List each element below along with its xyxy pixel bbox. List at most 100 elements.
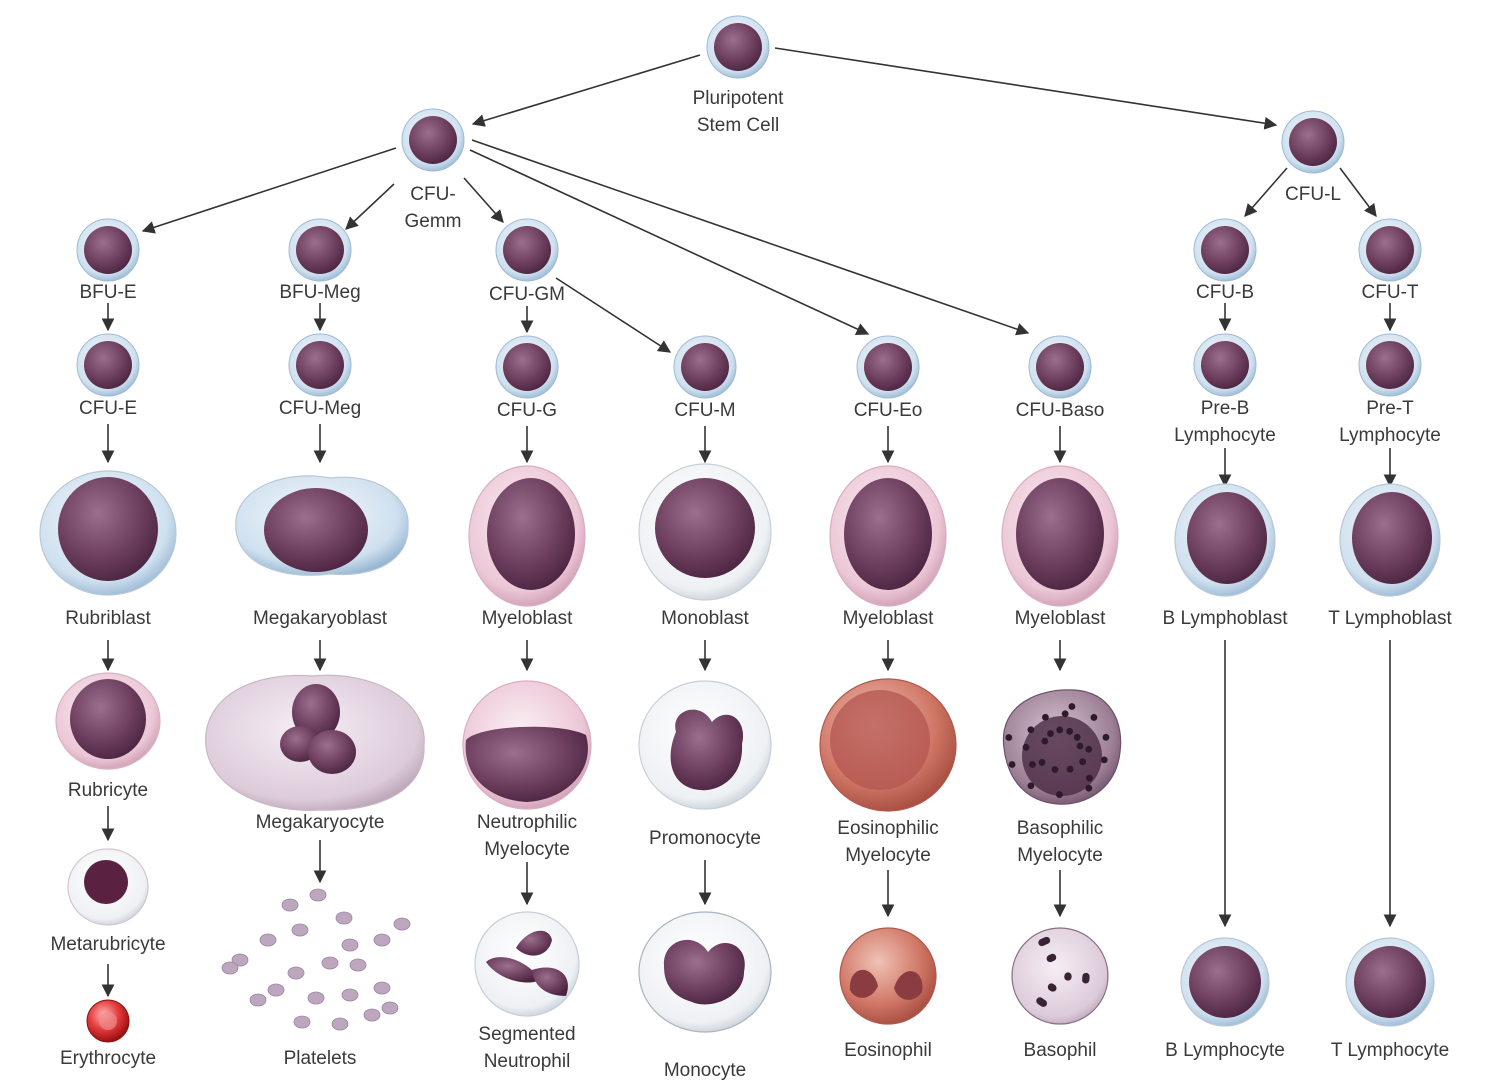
rubriblast-label: Rubriblast: [65, 608, 151, 629]
b-lymphoblast-cell: [1174, 483, 1276, 597]
segmented-neutrophil-cell: [474, 911, 580, 1017]
cfu-eo-label: CFU-Eo: [854, 400, 923, 421]
arrow-stem-to-cfu-l: [774, 47, 1278, 130]
cfu-gemm-cell: [401, 108, 465, 172]
arrow-cfu-gemm-to-bfu-e: [141, 147, 397, 234]
monoblast-cell: [638, 463, 772, 601]
monocyte-cell: [638, 911, 772, 1033]
arrow-cfu-l-to-cfu-t: [1339, 167, 1377, 218]
basophil-label: Basophil: [1024, 1040, 1097, 1061]
t-lymphocyte-label: T Lymphocyte: [1331, 1040, 1449, 1061]
eosinophil-label: Eosinophil: [844, 1040, 932, 1061]
basophil-cell: [1011, 927, 1109, 1025]
promonocyte-cell: [638, 680, 772, 810]
eosinophil-myeloblast-label: Myeloblast: [843, 608, 935, 629]
rubricyte-cell: [55, 672, 161, 770]
t-lymphoblast-cell: [1339, 483, 1441, 597]
arrow-cfu-gemm-to-cfu-eo: [469, 149, 870, 335]
cfu-e-label: CFU-E: [79, 398, 137, 419]
erythrocyte-label: Erythrocyte: [60, 1048, 156, 1069]
megakaryocyte-label: Megakaryocyte: [256, 812, 385, 833]
platelets-cluster: [221, 888, 411, 1031]
basophil-myeloblast-cell: [1001, 465, 1119, 607]
metarubricyte-label: Metarubricyte: [50, 934, 165, 955]
platelet: [231, 953, 249, 967]
cfu-meg-cell: [288, 333, 352, 397]
cfu-e-cell: [76, 333, 140, 397]
cfu-g-cell: [495, 335, 559, 399]
platelet: [267, 983, 285, 997]
platelet: [307, 991, 325, 1005]
rubricyte-label: Rubricyte: [68, 780, 148, 801]
metarubricyte-cell: [67, 848, 149, 926]
pluripotent-stem-cell: [706, 15, 770, 79]
platelet: [335, 911, 353, 925]
neutrophilic-myelocyte-cell: [462, 680, 592, 810]
platelet: [363, 1008, 381, 1022]
cfu-baso-label: CFU-Baso: [1016, 400, 1105, 421]
bfu-e-cell: [76, 218, 140, 282]
arrow-cfu-gemm-to-bfu-meg: [345, 183, 395, 230]
basophil-myeloblast-label: Myeloblast: [1015, 608, 1107, 629]
platelet: [293, 1015, 311, 1029]
platelet: [373, 933, 391, 947]
cells: [39, 15, 1441, 1043]
b-lymphoblast-label: B Lymphoblast: [1163, 608, 1289, 629]
cfu-meg-label: CFU-Meg: [279, 398, 361, 419]
platelet: [221, 961, 239, 975]
neutrophil-myeloblast-label: Myeloblast: [482, 608, 574, 629]
eosinophil-myeloblast-cell: [829, 465, 947, 607]
megakaryoblast-cell: [235, 475, 409, 576]
arrow-cfu-l-to-cfu-b: [1244, 167, 1288, 217]
cfu-gemm-label: CFU-Gemm: [405, 184, 462, 232]
cfu-m-label: CFU-M: [674, 400, 735, 421]
monocyte-label: Monocyte: [664, 1060, 746, 1081]
monoblast-label: Monoblast: [661, 608, 749, 629]
platelet: [291, 923, 309, 937]
eosinophilic-myelocyte-cell: [819, 678, 957, 812]
t-lymphoblast-label: T Lymphoblast: [1328, 608, 1452, 629]
bfu-meg-label: BFU-Meg: [279, 282, 360, 303]
cfu-gm-cell: [495, 218, 559, 282]
basophilic-myelocyte-cell: [1002, 689, 1122, 805]
promonocyte-label: Promonocyte: [649, 828, 761, 849]
platelet: [287, 966, 305, 980]
t-lymphocyte-cell: [1345, 937, 1435, 1027]
cfu-b-label: CFU-B: [1196, 282, 1254, 303]
platelet: [321, 956, 339, 970]
platelet: [341, 938, 359, 952]
arrow-stem-to-cfu-gemm: [471, 54, 701, 127]
cfu-b-cell: [1193, 218, 1257, 282]
cfu-baso-cell: [1028, 335, 1092, 399]
bfu-e-label: BFU-E: [80, 282, 137, 303]
platelet: [341, 988, 359, 1002]
cfu-t-cell: [1358, 218, 1422, 282]
arrows: [101, 47, 1397, 998]
b-lymphocyte-cell: [1180, 937, 1270, 1027]
eosinophil-cell: [839, 927, 937, 1025]
pre-t-lymphocyte-cell: [1358, 333, 1422, 397]
erythrocyte-cell: [86, 999, 130, 1043]
platelet: [349, 958, 367, 972]
neutrophil-myeloblast-cell: [468, 465, 586, 607]
platelet: [373, 981, 391, 995]
megakaryoblast-label: Megakaryoblast: [253, 608, 388, 629]
platelet: [259, 933, 277, 947]
bfu-meg-cell: [288, 218, 352, 282]
platelet: [281, 898, 299, 912]
b-lymphocyte-label: B Lymphocyte: [1165, 1040, 1285, 1061]
platelet: [249, 993, 267, 1007]
platelets-label: Platelets: [284, 1048, 357, 1069]
rubriblast-cell: [39, 470, 177, 596]
cfu-l-cell: [1281, 110, 1345, 174]
platelet: [393, 917, 411, 931]
cfu-l-label: CFU-L: [1285, 184, 1341, 205]
cfu-t-label: CFU-T: [1362, 282, 1419, 303]
